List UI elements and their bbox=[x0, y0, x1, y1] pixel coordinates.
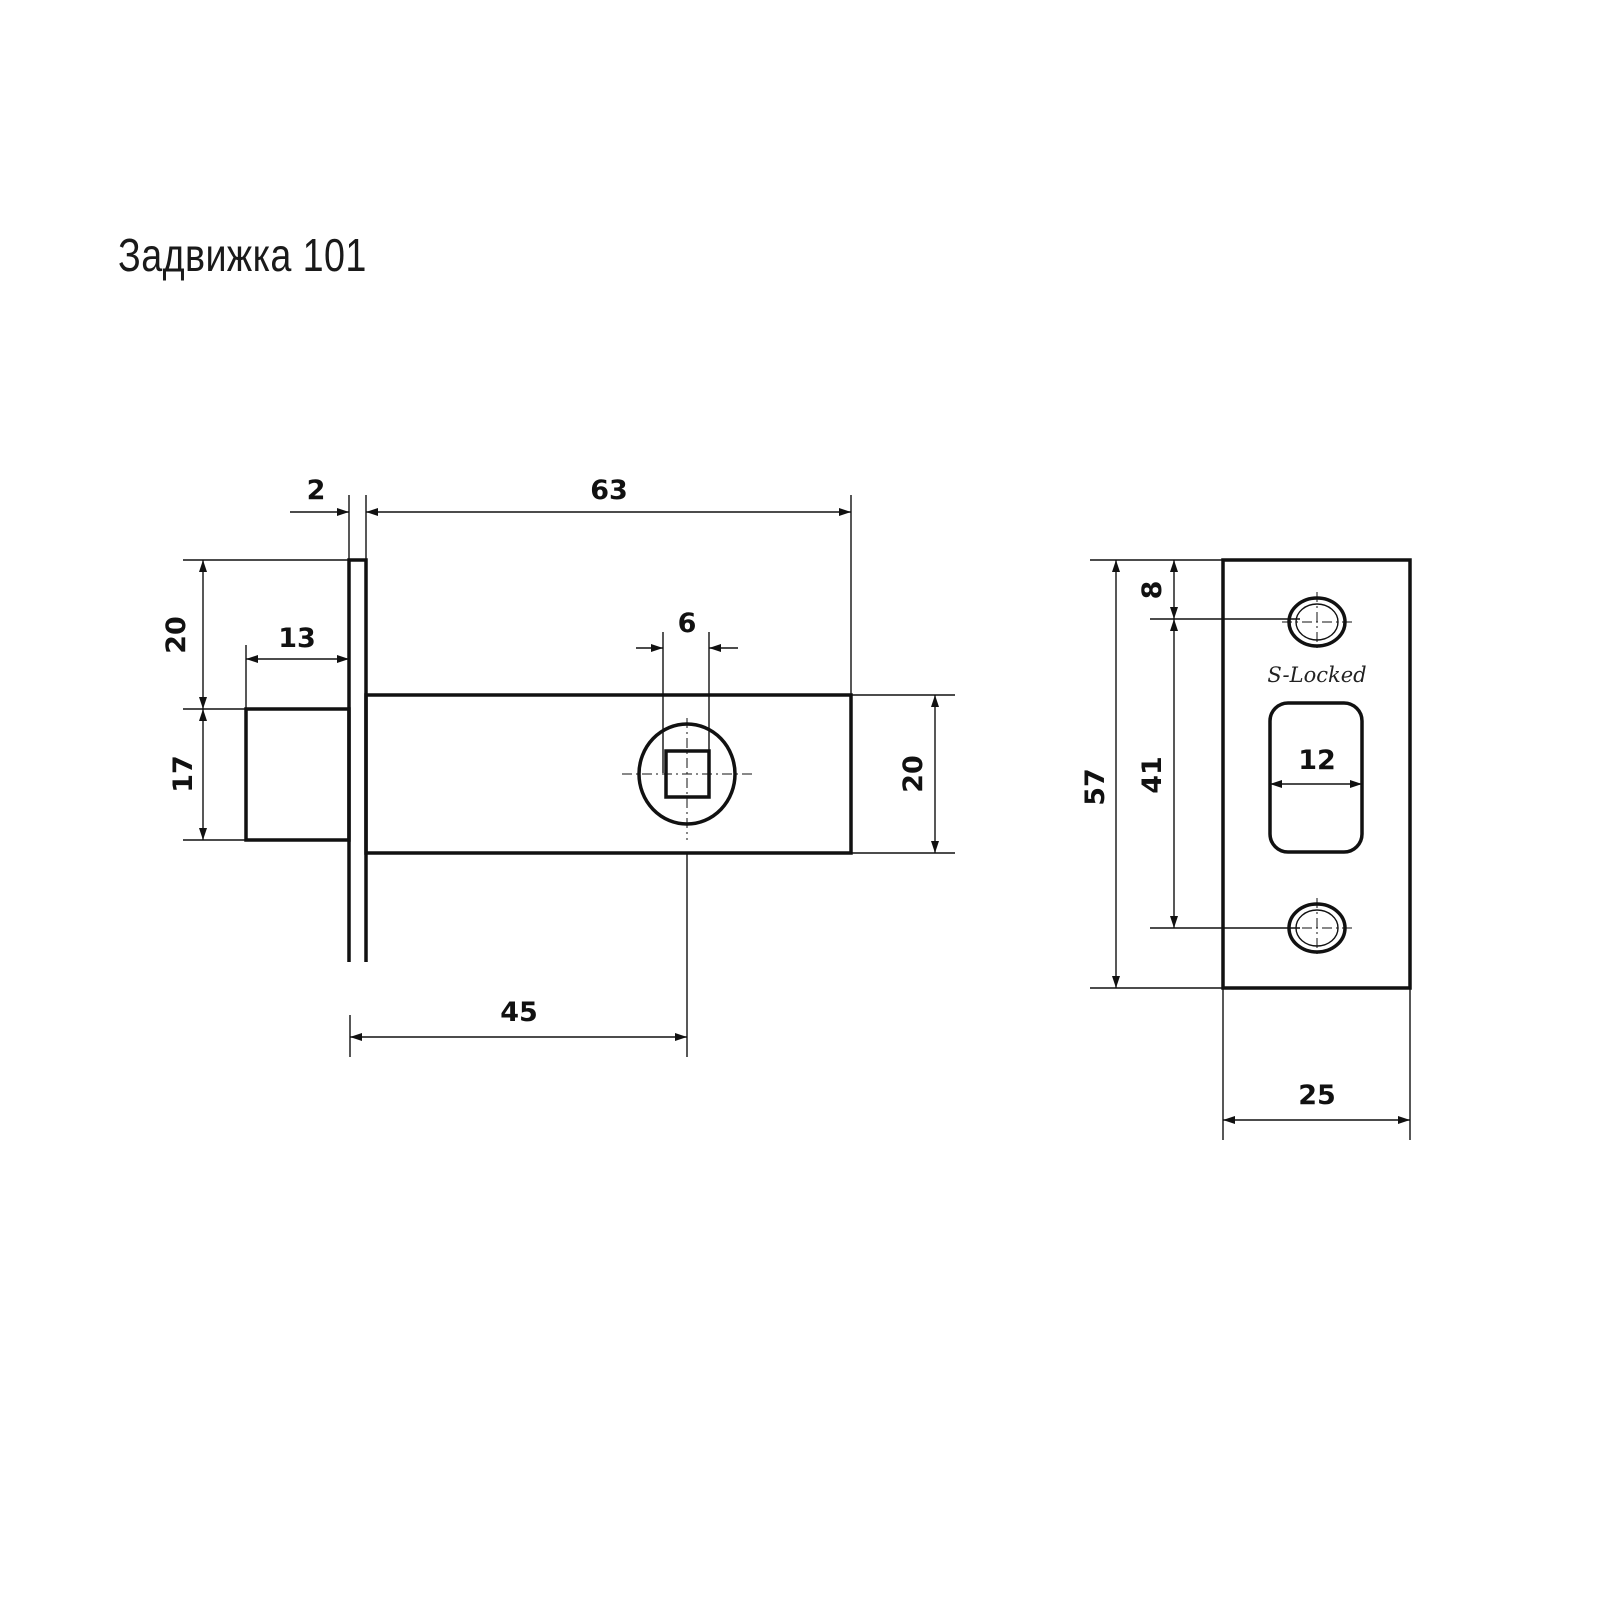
dim-plate-width: 25 bbox=[1298, 1080, 1336, 1111]
latch-body bbox=[364, 693, 853, 855]
latch-view: 2 63 20 13 17 6 20 45 bbox=[161, 475, 955, 1057]
extension-lines bbox=[183, 495, 955, 1057]
dim-hole-spacing: 41 bbox=[1137, 756, 1168, 794]
dim-body-height: 20 bbox=[898, 755, 929, 793]
strike-dimension-lines bbox=[1112, 560, 1410, 1124]
dim-plate-height: 57 bbox=[1080, 768, 1111, 806]
dim-faceplate-top-offset: 20 bbox=[161, 616, 192, 654]
screw-hole-top bbox=[1282, 592, 1352, 652]
faceplate bbox=[347, 558, 368, 962]
dimension-lines bbox=[199, 508, 939, 1041]
latch-bolt bbox=[244, 707, 351, 842]
dim-hole-offset: 8 bbox=[1137, 581, 1168, 600]
strike-extension-lines bbox=[1090, 559, 1411, 1140]
dim-faceplate-thickness: 2 bbox=[307, 475, 326, 506]
dim-slot-width: 12 bbox=[1298, 745, 1336, 776]
drawing-title: Задвижка 101 bbox=[118, 229, 367, 281]
dim-body-length: 63 bbox=[590, 475, 628, 506]
strike-plate-view: S-Locked 8 41 57 12 25 bbox=[1080, 558, 1412, 1140]
brand-logo: S-Locked bbox=[1267, 663, 1366, 687]
dim-bolt-height: 17 bbox=[168, 755, 199, 793]
dim-bolt-projection: 13 bbox=[278, 623, 316, 654]
strike-plate bbox=[1221, 558, 1412, 990]
bolt-slot bbox=[1268, 701, 1364, 854]
dim-backset: 45 bbox=[500, 997, 538, 1028]
dim-spindle-square: 6 bbox=[678, 608, 697, 639]
